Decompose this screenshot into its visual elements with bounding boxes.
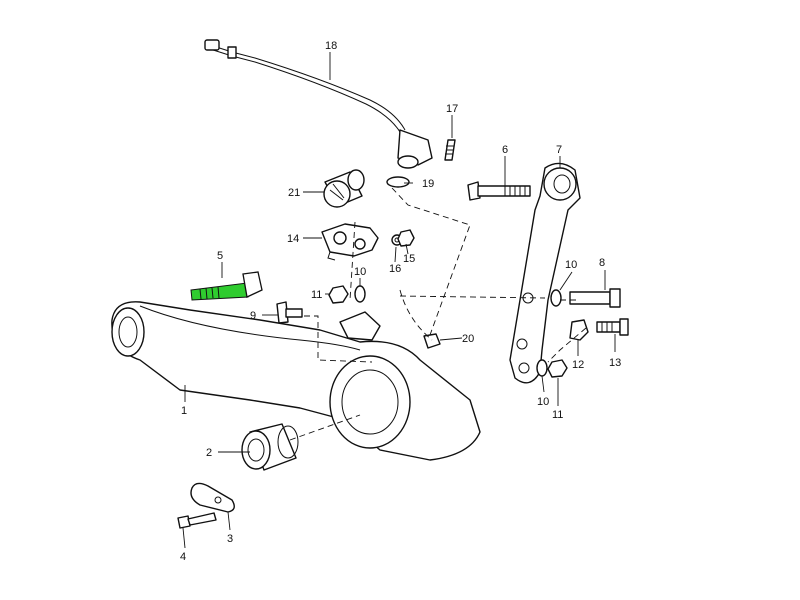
part-11-nut-right[interactable] [547, 359, 568, 378]
callout-17: 17 [446, 103, 458, 115]
part-8-bolt[interactable] [569, 288, 621, 308]
callout-3: 3 [227, 533, 233, 545]
callout-11-left: 11 [311, 289, 322, 301]
part-19-o-ring[interactable] [386, 176, 410, 188]
callout-1: 1 [181, 405, 187, 417]
callout-20: 20 [462, 333, 474, 345]
part-20-bolt[interactable] [423, 333, 441, 349]
callout-16: 16 [389, 263, 401, 275]
callout-10-left: 10 [354, 266, 366, 278]
part-10-washer-right-lower[interactable] [536, 359, 548, 377]
callout-21: 21 [288, 187, 300, 199]
callout-9: 9 [250, 310, 256, 322]
part-1-trailing-arm[interactable] [111, 301, 481, 461]
callout-15: 15 [403, 253, 415, 265]
callout-8: 8 [599, 257, 605, 269]
part-12-nut-cap[interactable] [569, 319, 589, 341]
part-2-wheel-bearing[interactable] [241, 423, 299, 471]
part-5-bolt-highlighted[interactable] [190, 271, 263, 301]
part-4-screw[interactable] [177, 512, 217, 529]
assembly-dashed-lines [289, 187, 587, 441]
callout-10-right-lower: 10 [537, 396, 549, 408]
callout-19: 19 [422, 178, 434, 190]
callout-14: 14 [287, 233, 299, 245]
callout-12: 12 [572, 359, 584, 371]
callout-13: 13 [609, 357, 621, 369]
part-11-nut-left[interactable] [328, 285, 349, 304]
callout-4: 4 [180, 551, 186, 563]
part-10-washer-left[interactable] [354, 285, 366, 303]
part-3-retainer[interactable] [190, 482, 235, 513]
callout-11-right: 11 [552, 409, 563, 421]
part-6-bolt[interactable] [467, 181, 531, 201]
callout-10-right-upper: 10 [565, 259, 577, 271]
callout-18: 18 [325, 40, 337, 52]
part-13-bolt[interactable] [596, 318, 629, 336]
callout-6: 6 [502, 144, 508, 156]
part-21-bushing[interactable] [323, 169, 365, 208]
callout-2: 2 [206, 447, 212, 459]
part-18-sensor-cable[interactable] [204, 39, 406, 133]
part-18-speed-sensor[interactable] [397, 129, 433, 169]
part-9-bolt[interactable] [276, 301, 303, 324]
part-10-washer-right-upper[interactable] [550, 289, 562, 307]
part-17-screw[interactable] [444, 139, 456, 161]
leader-lines [182, 52, 616, 549]
part-14-bracket[interactable] [321, 223, 379, 261]
callout-7: 7 [556, 144, 562, 156]
callout-labels: 18 17 6 7 19 21 14 16 15 10 11 5 9 10 8 … [180, 40, 621, 563]
callout-5: 5 [217, 250, 223, 262]
part-15-nut[interactable] [397, 229, 415, 247]
